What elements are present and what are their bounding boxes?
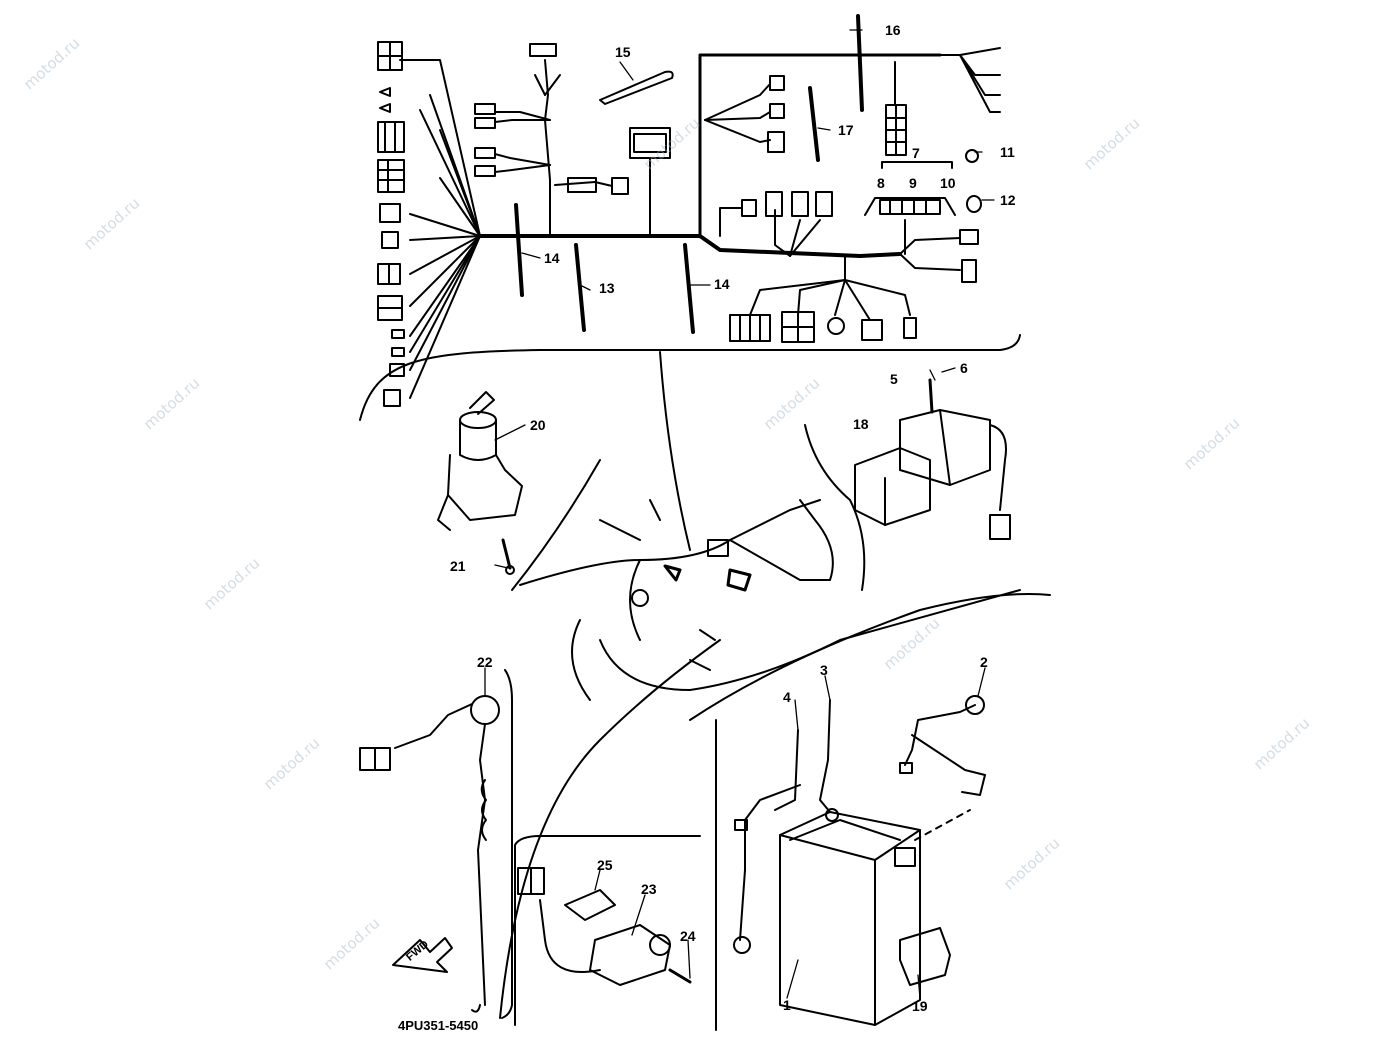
- part-15-clamp: [599, 70, 674, 105]
- callout-13: 13: [599, 280, 615, 296]
- callout-20: 20: [530, 417, 546, 433]
- callout-14a: 14: [544, 250, 560, 266]
- part-14-tie-b: [683, 243, 695, 334]
- left-connector-fan: [399, 59, 481, 399]
- fuse-box: [864, 61, 956, 216]
- callout-leaders: [484, 29, 995, 999]
- left-connectors: [377, 41, 405, 407]
- callout-12: 12: [1000, 192, 1016, 208]
- part-14-tie-a: [514, 203, 524, 297]
- fwd-arrow: [392, 937, 453, 973]
- motorcycle-outline: [499, 351, 1051, 1019]
- callout-5: 5: [890, 371, 898, 387]
- part-12-grommet: [966, 195, 982, 213]
- battery-assembly: [733, 695, 986, 1026]
- callout-11: 11: [1000, 144, 1015, 160]
- callout-21: 21: [450, 558, 466, 574]
- neutral-switch-panel: [514, 835, 701, 1026]
- part-11-screw: [965, 149, 979, 163]
- callout-1: 1: [783, 997, 791, 1013]
- callout-2: 2: [980, 654, 988, 670]
- callout-7: 7: [912, 145, 920, 161]
- callout-3: 3: [820, 662, 828, 678]
- sidestand-switch: [359, 695, 500, 1013]
- callout-23: 23: [641, 881, 657, 897]
- callout-4: 4: [783, 689, 791, 705]
- harness-panel-border: [359, 334, 1021, 421]
- part-13-tie: [574, 243, 586, 332]
- callout-8: 8: [877, 175, 885, 191]
- callout-18: 18: [853, 416, 869, 432]
- callout-19: 19: [912, 998, 928, 1014]
- main-switch: [437, 391, 523, 575]
- callout-9: 9: [909, 175, 917, 191]
- relay-assembly: [854, 378, 1011, 540]
- upper-sub-harness: [474, 43, 671, 237]
- callout-10: 10: [940, 175, 956, 191]
- callout-22: 22: [477, 654, 493, 670]
- callout-25: 25: [597, 857, 613, 873]
- callout-15: 15: [615, 44, 631, 60]
- right-sub-harness: [704, 75, 979, 343]
- part-16-tie: [856, 14, 864, 112]
- callout-17: 17: [838, 122, 854, 138]
- harness-bracket-left: [501, 669, 513, 1019]
- callout-14b: 14: [714, 276, 730, 292]
- harness-main-trunk: [478, 234, 902, 258]
- part-code: 4PU351-5450: [398, 1018, 479, 1033]
- battery-dashed-link: [914, 809, 971, 841]
- callout-6: 6: [960, 360, 968, 376]
- callout-16: 16: [885, 22, 901, 38]
- callout-24: 24: [680, 928, 696, 944]
- part-17-tie: [808, 86, 820, 162]
